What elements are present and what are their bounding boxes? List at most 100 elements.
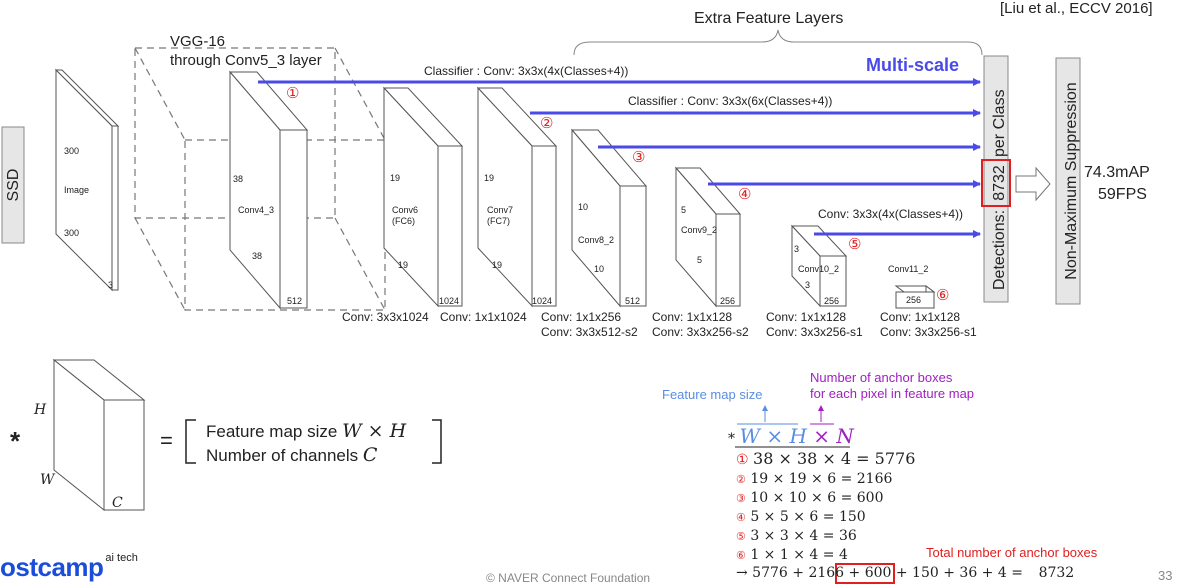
vgg-title-line2: through Conv5_3 layer [170,52,322,69]
conv7-label-line2: (FC7) [487,216,510,226]
image-box [54,68,120,292]
legend-cube [52,358,146,512]
result-fps: 59FPS [1098,186,1147,203]
total-anchor-label: Total number of anchor boxes [926,545,1098,560]
conv8-2-channels: 512 [625,296,641,306]
conv4-3-label: Conv4_3 [238,205,275,215]
image-width: 300 [64,146,80,156]
conv11-2-label: Conv11_2 [888,264,929,274]
formula-row-3: ③ 10 × 10 × 6 = 600 [736,489,883,507]
conv8-2-size-bottom: 10 [594,264,605,274]
conv6-block [382,86,464,308]
detections-box [983,55,1009,303]
conv4-3-channels: 512 [287,296,303,306]
formula-row-4: ④ 5 × 5 × 6 = 150 [736,508,866,526]
conv-op-3a: Conv: 1x1x256 [541,310,622,324]
legend-line1-math: W × H [342,420,407,442]
detections-suffix: per Class [991,89,1008,157]
image-depth: 3 [108,280,114,290]
formula-row-3-expr: 10 × 10 × 6 = 600 [750,490,884,506]
detections-prefix: Detections: [991,210,1008,290]
detections-count-highlight [981,159,1011,207]
nms-box [1055,57,1081,305]
formula-header-n: × N [806,424,854,448]
formula-row-5-expr: 3 × 3 × 4 = 36 [750,528,857,544]
legend-c: C [112,495,123,511]
conv9-2-block [674,166,742,308]
legend-line1: Feature map size W × H [206,420,406,442]
conv-op-1: Conv: 3x3x1024 [342,310,429,324]
formula-row-6-expr: 1 × 1 × 4 = 4 [750,547,848,563]
marker-1: ① [286,85,300,102]
conv6-size-top: 19 [390,173,401,183]
detections-count: 8732 [991,165,1008,201]
marker-3: ③ [632,149,646,166]
anchor-label-line2: for each pixel in feature map [810,386,975,401]
legend-h: H [34,402,47,418]
vgg-title-line1: VGG-16 [170,33,226,50]
conv11-2-block [894,285,936,309]
conv-op-5a: Conv: 1x1x128 [766,310,847,324]
legend-star: * [10,426,21,456]
extra-feature-layers-title: Extra Feature Layers [694,10,844,27]
total-value-highlight [835,563,895,584]
conv4-3-size-top: 38 [233,174,244,184]
multi-scale-label: Multi-scale [866,55,960,75]
conv10-2-size-bottom: 3 [805,280,811,290]
conv9-2-size-bottom: 5 [697,255,703,265]
marker-4: ④ [738,186,752,203]
feature-map-size-label: Feature map size [662,387,763,402]
formula-row-4-marker: ④ [736,512,746,524]
classifier-label-2: Classifier : Conv: 3x3x(6x(Classes+4)) [628,94,833,108]
formula-header-star: * [728,431,740,447]
formula-row-2-expr: 19 × 19 × 6 = 2166 [750,471,893,487]
formula-row-5: ⑤ 3 × 3 × 4 = 36 [736,527,857,545]
conv7-size-top: 19 [484,173,495,183]
conv10-2-block [790,224,848,308]
footer-logo-text: ostcamp [0,552,104,582]
legend-left-bracket [185,419,196,464]
formula-header: * W × H × N [728,424,854,448]
conv9-2-size-top: 5 [681,205,687,215]
formula-row-4-expr: 5 × 5 × 6 = 150 [750,509,866,525]
conv6-label-line2: (FC6) [392,216,415,226]
image-height: 300 [64,228,80,238]
marker-6: ⑥ [936,287,950,304]
formula-row-6: ⑥ 1 × 1 × 4 = 4 [736,546,848,564]
legend-w: W [40,472,55,488]
conv8-2-label: Conv8_2 [578,235,615,245]
classifier-label-1: Classifier : Conv: 3x3x(4x(Classes+4)) [424,64,629,78]
footer-page-number: 33 [1158,568,1173,583]
legend-right-bracket [432,419,442,464]
hollow-arrow-icon [1015,166,1051,202]
image-label: Image [64,185,90,195]
formula-row-1: ① 38 × 38 × 4 = 5776 [736,449,915,469]
conv-op-5b: Conv: 3x3x256-s1 [766,325,863,339]
conv10-2-channels: 256 [824,296,840,306]
legend-equals: = [160,428,173,453]
conv-op-4b: Conv: 3x3x256-s2 [652,325,749,339]
formula-row-5-marker: ⑤ [736,531,746,543]
conv-op-6b: Conv: 3x3x256-s1 [880,325,977,339]
formula-total: → 5776 + 2166 + 600 + 150 + 36 + 4 = 873… [736,565,1085,581]
conv6-channels: 1024 [439,296,460,306]
conv6-size-bottom: 19 [398,260,409,270]
conv7-size-bottom: 19 [492,260,503,270]
result-map: 74.3mAP [1084,164,1150,181]
legend-line2-math: C [362,444,378,466]
conv7-label-line1: Conv7 [487,205,514,215]
formula-row-2: ② 19 × 19 × 6 = 2166 [736,470,892,488]
classifier-arrows [258,78,981,238]
conv7-channels: 1024 [532,296,553,306]
conv10-2-label: Conv10_2 [798,264,840,274]
formula-total-expr: → 5776 + 2166 + 600 + 150 + 36 + 4 = [736,565,1028,581]
formula-row-1-marker: ① [736,451,749,467]
legend-line2-text: Number of channels [206,446,363,465]
conv-op-4a: Conv: 1x1x128 [652,310,733,324]
conv11-2-channels: 256 [906,295,922,305]
conv4-3-block [228,70,309,310]
conv6-label-line1: Conv6 [392,205,419,215]
marker-2: ② [540,115,554,132]
